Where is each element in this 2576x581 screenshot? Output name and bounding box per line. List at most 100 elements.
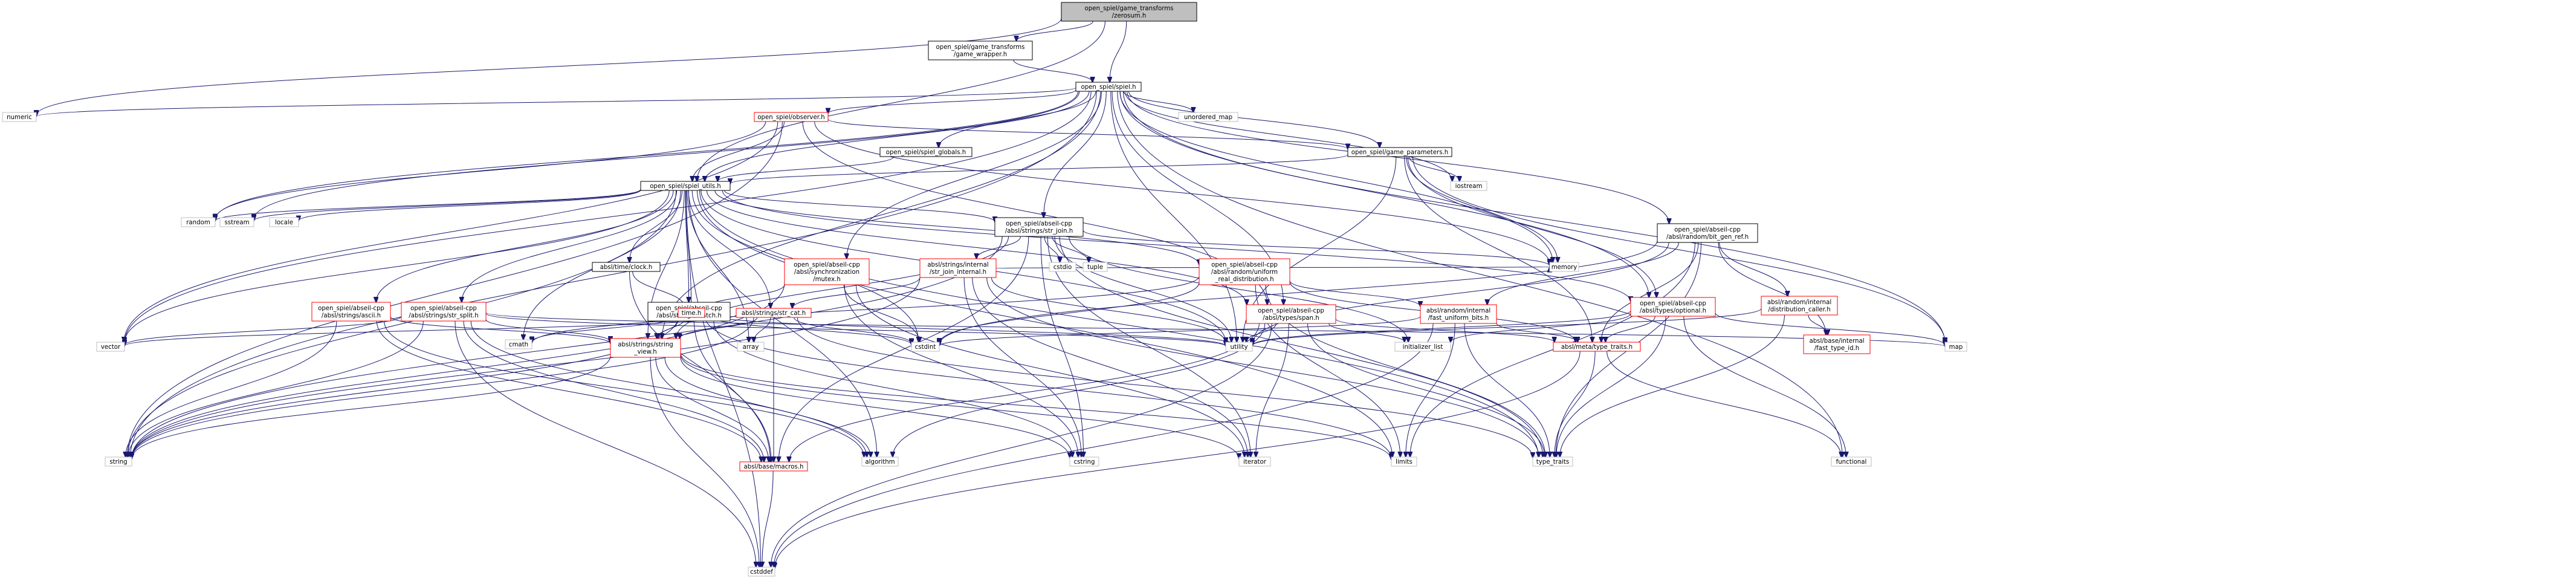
node-memory: memory (1549, 262, 1579, 272)
node-time[interactable]: time.h (678, 308, 705, 318)
node-box-fasttypeid[interactable] (1803, 334, 1871, 354)
node-box-observer[interactable] (754, 112, 829, 122)
edge-sji-to-type_traits (986, 277, 1539, 457)
edge-strsplit-to-stringview (485, 319, 610, 342)
node-optional[interactable]: open_spiel/abseil-cpp/absl/types/optiona… (1630, 297, 1716, 317)
edge-span-to-cstddef (771, 323, 1272, 567)
edge-root-to-spiel (1110, 21, 1127, 82)
edge-root-to-utils (697, 21, 1105, 181)
edge-stringview-to-iterator (680, 354, 1239, 458)
node-label-stringview-0: absl/strings/string (618, 342, 673, 348)
node-box-strsplit[interactable] (401, 302, 487, 322)
node-label-tuple-0: tuple (1087, 264, 1103, 271)
node-strjoin[interactable]: open_spiel/abseil-cpp/absl/strings/str_j… (994, 217, 1084, 237)
node-distcaller[interactable]: absl/random/internal/distribution_caller… (1761, 296, 1838, 316)
node-box-distcaller[interactable] (1761, 296, 1838, 316)
node-clock[interactable]: absl/time/clock.h (592, 262, 661, 272)
edge-utils-to-limits (697, 190, 1393, 457)
edge-gparams-to-iostream (1408, 156, 1459, 181)
node-box-root (1061, 2, 1197, 22)
node-uniform[interactable]: open_spiel/abseil-cpp/absl/random/unifor… (1199, 258, 1290, 285)
node-box-stringview[interactable] (610, 338, 681, 358)
node-label-spiel-0: open_spiel/spiel.h (1081, 84, 1136, 91)
node-macros[interactable]: absl/base/macros.h (739, 461, 808, 472)
node-typetraits-h[interactable]: absl/meta/type_traits.h (1553, 342, 1641, 352)
edge-sji-to-string (132, 277, 921, 458)
edge-fub-to-limits (1406, 323, 1455, 457)
node-bitgen[interactable]: open_spiel/abseil-cpp/absl/random/bit_ge… (1657, 223, 1758, 243)
node-box-gw[interactable] (928, 41, 1033, 60)
edge-spiel-to-vector (125, 91, 1092, 343)
node-gparams[interactable]: open_spiel/game_parameters.h (1347, 147, 1452, 157)
node-box-optional[interactable] (1630, 297, 1716, 317)
edge-uniform-to-fub (1289, 281, 1420, 307)
node-gw[interactable]: open_spiel/game_transforms/game_wrapper.… (928, 41, 1033, 60)
node-cstring: cstring (1069, 456, 1099, 467)
edge-ascii-to-macros (376, 320, 761, 462)
node-label-init-list-0: initializer_list (1403, 344, 1443, 351)
node-label-locale-0: locale (275, 219, 293, 226)
node-label-iostream-0: iostream (1455, 183, 1483, 190)
node-box-ascii[interactable] (311, 302, 391, 322)
node-observer[interactable]: open_spiel/observer.h (754, 112, 829, 122)
edge-gparams-to-memory (1406, 156, 1558, 262)
node-box-type-traits (1532, 456, 1573, 467)
edge-span-to-utility (1246, 323, 1277, 342)
edge-strjoin-to-macros (778, 236, 1029, 462)
edge-utils-to-time (685, 190, 691, 308)
node-label-uniform-0: open_spiel/abseil-cpp (1211, 262, 1278, 268)
edge-optional-to-functional (1683, 316, 1846, 457)
edge-observer-to-gparams (827, 118, 1348, 149)
edge-spiel-to-observer (828, 89, 1076, 114)
node-fub[interactable]: absl/random/internal/fast_uniform_bits.h (1420, 304, 1497, 324)
node-sji[interactable]: absl/strings/internal/str_join_internal.… (919, 258, 997, 278)
edge-macros-to-cstddef (762, 470, 774, 567)
node-box-clock[interactable] (592, 262, 661, 272)
node-box-mutex[interactable] (784, 258, 870, 285)
node-utils[interactable]: open_spiel/spiel_utils.h (640, 181, 731, 191)
node-box-typetraits-h[interactable] (1553, 342, 1641, 352)
node-label-string-0: string (109, 459, 127, 466)
node-box-strcat[interactable] (736, 308, 812, 318)
node-strsplit[interactable]: open_spiel/abseil-cpp/absl/strings/str_s… (401, 302, 487, 322)
edge-utils-to-strcat (688, 190, 771, 308)
node-box-bitgen[interactable] (1657, 223, 1758, 243)
node-box-cstddef (748, 566, 775, 577)
node-label-mutex-0: open_spiel/abseil-cpp (794, 262, 860, 268)
node-label-observer-0: open_spiel/observer.h (757, 114, 824, 121)
edge-bitgen-to-typetraits_h (1601, 242, 1699, 342)
edge-typetraits_h-to-cstddef (775, 351, 1581, 568)
node-globals[interactable]: open_spiel/spiel_globals.h (879, 147, 972, 157)
node-cstdio: cstdio (1049, 262, 1076, 272)
node-type-traits: type_traits (1532, 456, 1573, 467)
node-label-sstream-0: sstream (224, 219, 249, 226)
edge-clock-to-macros (629, 271, 771, 462)
node-spiel[interactable]: open_spiel/spiel.h (1075, 82, 1142, 92)
node-box-strjoin[interactable] (994, 217, 1084, 237)
node-box-macros[interactable] (739, 461, 808, 472)
node-vector: vector (96, 342, 125, 352)
edge-utils-to-vector (125, 190, 670, 343)
node-box-fub[interactable] (1420, 304, 1497, 324)
node-box-spiel[interactable] (1075, 82, 1142, 92)
node-box-span[interactable] (1246, 304, 1336, 324)
node-span[interactable]: open_spiel/abseil-cpp/absl/types/span.h (1246, 304, 1336, 324)
node-label-globals-0: open_spiel/spiel_globals.h (886, 149, 966, 156)
node-strcat[interactable]: absl/strings/str_cat.h (736, 308, 812, 318)
node-box-time[interactable] (678, 308, 705, 318)
node-cstdint: cstdint (911, 342, 940, 352)
node-box-sji[interactable] (919, 258, 997, 278)
node-stringview[interactable]: absl/strings/string_view.h (610, 338, 681, 358)
node-label-distcaller-1: /distribution_caller.h (1768, 307, 1830, 313)
node-box-uniform[interactable] (1199, 258, 1290, 285)
node-ascii[interactable]: open_spiel/abseil-cpp/absl/strings/ascii… (311, 302, 391, 322)
node-label-strsplit-1: /absl/strings/str_split.h (409, 313, 478, 319)
node-fasttypeid[interactable]: absl/base/internal/fast_type_id.h (1803, 334, 1871, 354)
node-unordered-map: unordered_map (1178, 112, 1238, 122)
node-box-unordered-map (1178, 112, 1238, 122)
node-box-utils[interactable] (640, 181, 731, 191)
node-box-gparams[interactable] (1347, 147, 1452, 157)
node-mutex[interactable]: open_spiel/abseil-cpp/absl/synchronizati… (784, 258, 870, 285)
node-box-globals[interactable] (879, 147, 972, 157)
node-box-limits (1391, 456, 1417, 467)
